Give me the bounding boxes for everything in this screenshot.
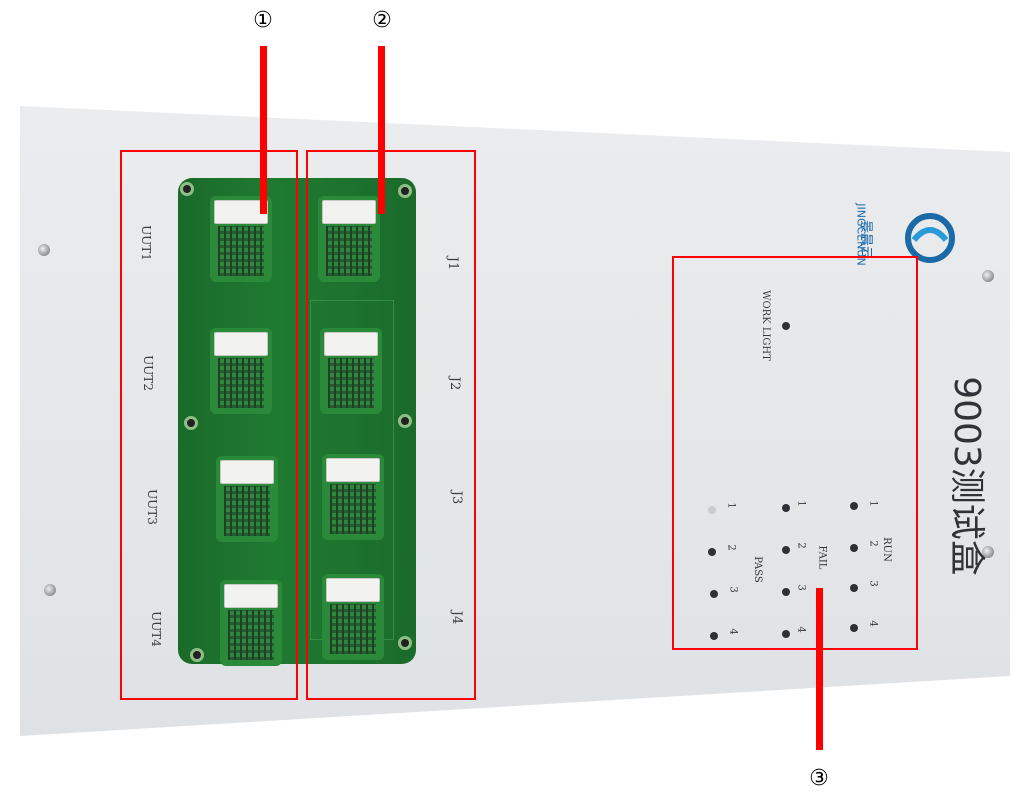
device-title: 9003测试盒 <box>945 376 987 576</box>
callout-3: ③ <box>809 766 829 791</box>
screw <box>982 546 994 558</box>
pass-led-3 <box>710 590 718 598</box>
callout-2: ② <box>372 8 392 33</box>
j3-connector[interactable] <box>322 454 384 540</box>
fail-led-1 <box>782 504 790 512</box>
run-led-3 <box>850 584 858 592</box>
mounting-hole <box>184 416 198 430</box>
pass-led-2 <box>708 548 716 556</box>
screw <box>44 584 56 596</box>
uut3-connector[interactable] <box>216 456 278 542</box>
annotation-box-uut <box>120 150 298 700</box>
screw <box>982 270 994 282</box>
j2-connector[interactable] <box>320 328 382 414</box>
fail-led-3 <box>782 588 790 596</box>
j4-connector[interactable] <box>322 574 384 660</box>
fail-led-2 <box>782 546 790 554</box>
brand-name-cn: 景晨云 <box>858 219 874 260</box>
callout-1: ① <box>253 8 273 33</box>
run-led-1 <box>850 502 858 510</box>
fail-led-4 <box>782 630 790 638</box>
run-led-2 <box>850 544 858 552</box>
annotation-box-j <box>306 150 476 700</box>
run-led-4 <box>850 624 858 632</box>
annotation-box-indicators <box>672 256 918 650</box>
uut4-connector[interactable] <box>220 580 282 666</box>
mounting-hole <box>190 648 204 662</box>
work-light-led <box>782 322 790 330</box>
mounting-hole <box>398 414 412 428</box>
screw <box>38 244 50 256</box>
uut2-connector[interactable] <box>210 328 272 414</box>
j1-connector[interactable] <box>318 196 380 282</box>
mounting-hole <box>398 636 412 650</box>
pass-led-1 <box>708 506 716 514</box>
mounting-hole <box>180 182 194 196</box>
pass-led-4 <box>710 632 718 640</box>
annotation-pointer-3 <box>816 588 823 750</box>
annotation-pointer-2 <box>378 46 385 214</box>
uut1-connector[interactable] <box>210 196 272 282</box>
brand-logo-icon <box>905 213 955 263</box>
annotation-pointer-1 <box>260 46 267 214</box>
mounting-hole <box>398 184 412 198</box>
